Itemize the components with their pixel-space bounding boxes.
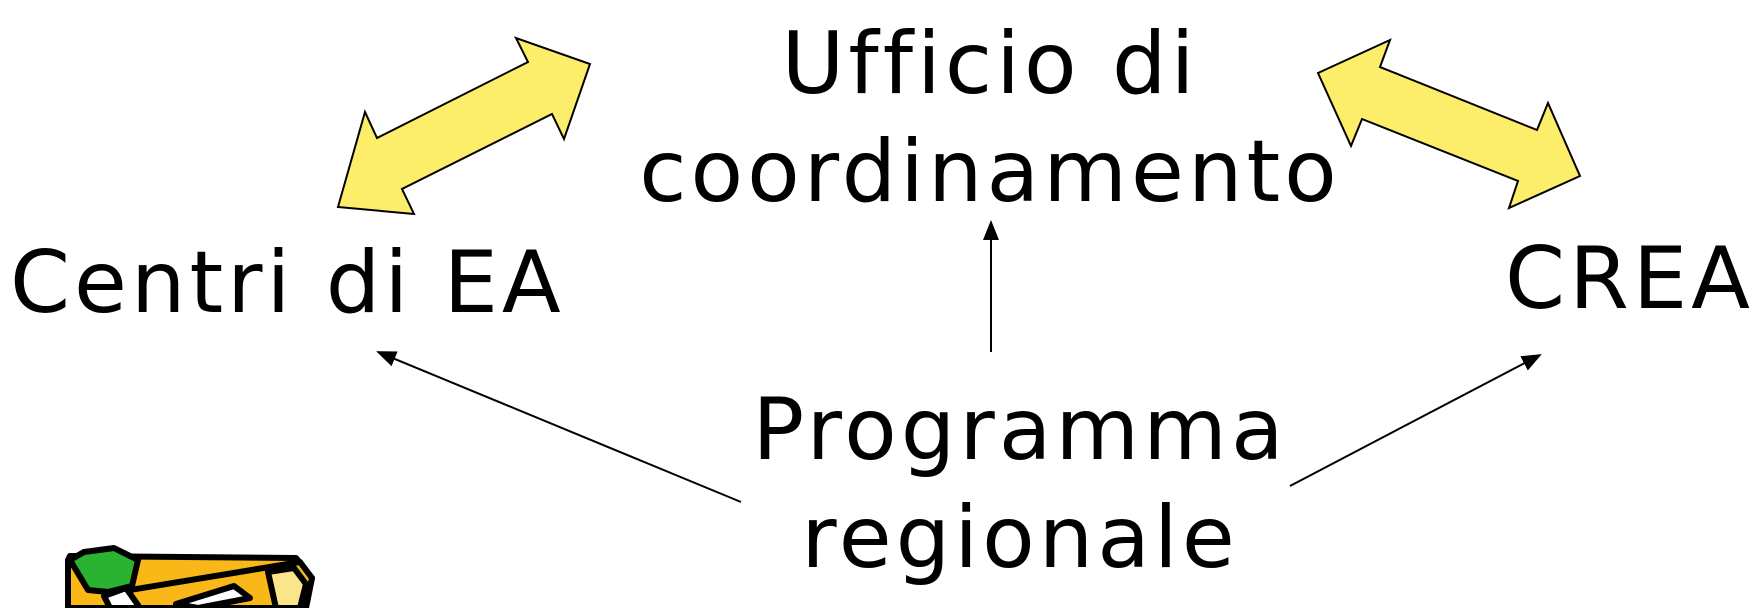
double-arrow-coordination-crea [1316,38,1582,210]
double-arrow-ea-coordination [336,36,592,216]
node-crea: CREA [1505,229,1754,329]
node-regional-program: Programma regionale [700,376,1340,592]
node-coordination-office: Ufficio di coordinamento [620,10,1360,226]
regional-program-line1: Programma [752,380,1288,480]
arrow-program-to-crea [1289,354,1542,487]
regional-program-line2: regionale [801,488,1239,588]
node-ea-centers: Centri di EA [10,233,565,333]
arrow-program-to-ea [376,351,742,503]
diploma-scroll-icon [65,545,315,608]
coordination-office-line2: coordinamento [639,122,1341,222]
coordination-office-line1: Ufficio di [781,14,1199,114]
